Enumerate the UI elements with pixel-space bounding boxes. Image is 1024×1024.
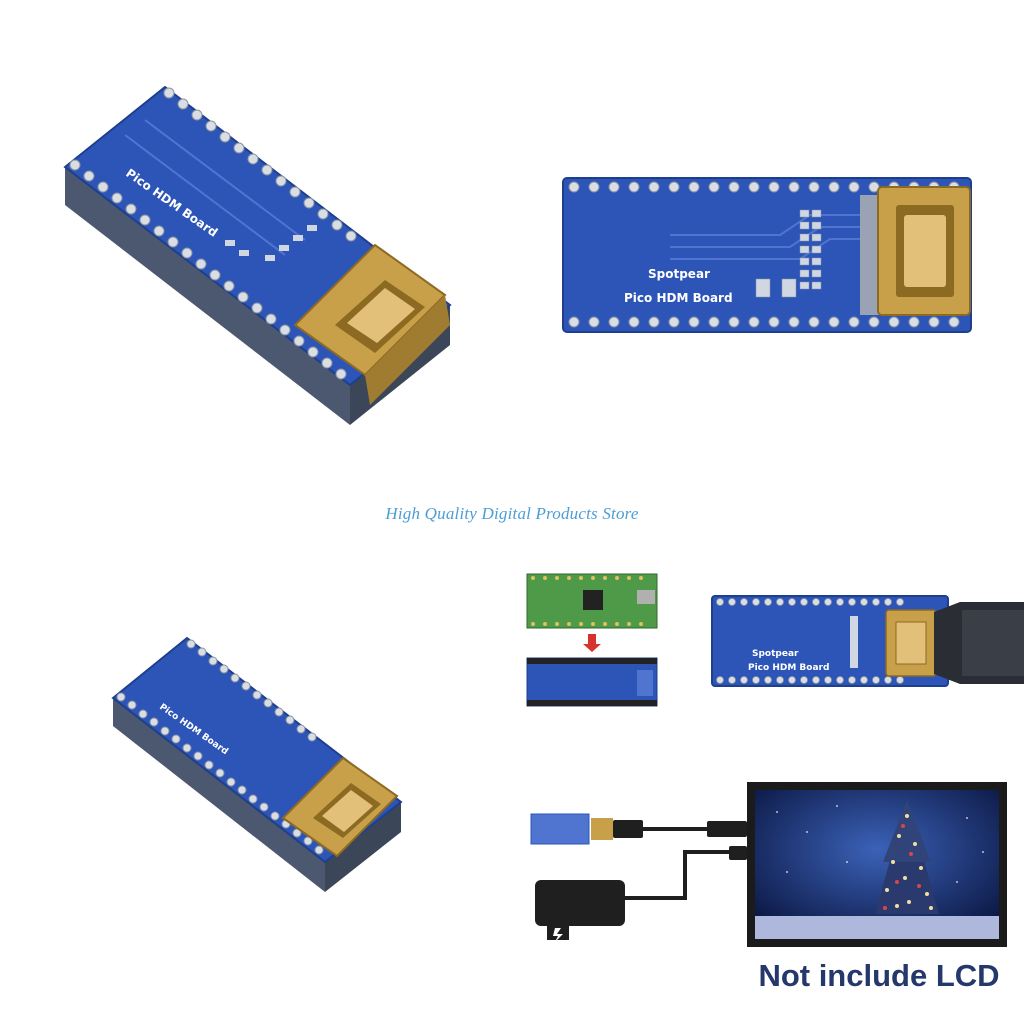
board-label-cable: Pico HDM Board (748, 663, 829, 673)
board-perspective-small: Pico HDM Board (111, 636, 403, 892)
brand-label-small: Spotpear (752, 649, 799, 659)
brand-label: Spotpear (648, 267, 710, 281)
board-top-view: Spotpear Pico HDM Board (562, 177, 972, 333)
not-include-lcd-caption: Not include LCD (758, 958, 1000, 993)
pico-stack-diagram (526, 573, 658, 707)
store-watermark: High Quality Digital Products Store (385, 504, 639, 523)
board-perspective-large: Pico HDM Board (63, 85, 452, 425)
lightning-icon (553, 928, 563, 942)
connection-diagram (530, 813, 747, 942)
arrow-down-icon (583, 634, 601, 652)
lcd-display (747, 782, 1007, 947)
board-label: Pico HDM Board (624, 291, 733, 305)
board-with-cable: Spotpear Pico HDM Board (711, 595, 1024, 687)
power-adapter (535, 880, 625, 926)
